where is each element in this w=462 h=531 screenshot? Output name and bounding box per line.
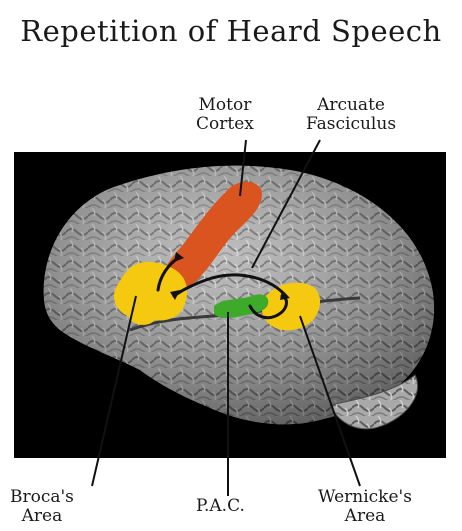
brain-diagram xyxy=(0,0,462,531)
